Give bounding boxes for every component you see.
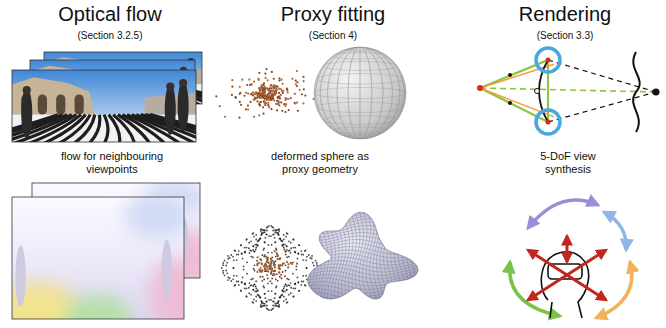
section-reference: (Section 3.2.5) (77, 30, 142, 42)
viewer-head (510, 200, 632, 318)
proxy-sphere (314, 47, 406, 139)
point-cloud (215, 68, 324, 119)
section-reference: (Section 4) (309, 30, 357, 42)
rendering-geometry (477, 48, 660, 134)
caption: deformed sphere as proxy geometry (265, 150, 375, 175)
flow-image (0, 191, 201, 328)
column-title: Optical flow (58, 3, 161, 26)
caption: 5-DoF view synthesis (528, 150, 608, 175)
proxy-mesh (296, 200, 423, 328)
deformed-point-cloud (221, 225, 319, 311)
caption: flow for neighbouring viewpoints (51, 150, 173, 175)
panorama-image (0, 70, 257, 144)
column-title: Rendering (519, 3, 611, 26)
section-reference: (Section 3.3) (537, 30, 594, 42)
column-title: Proxy fitting (281, 3, 385, 26)
